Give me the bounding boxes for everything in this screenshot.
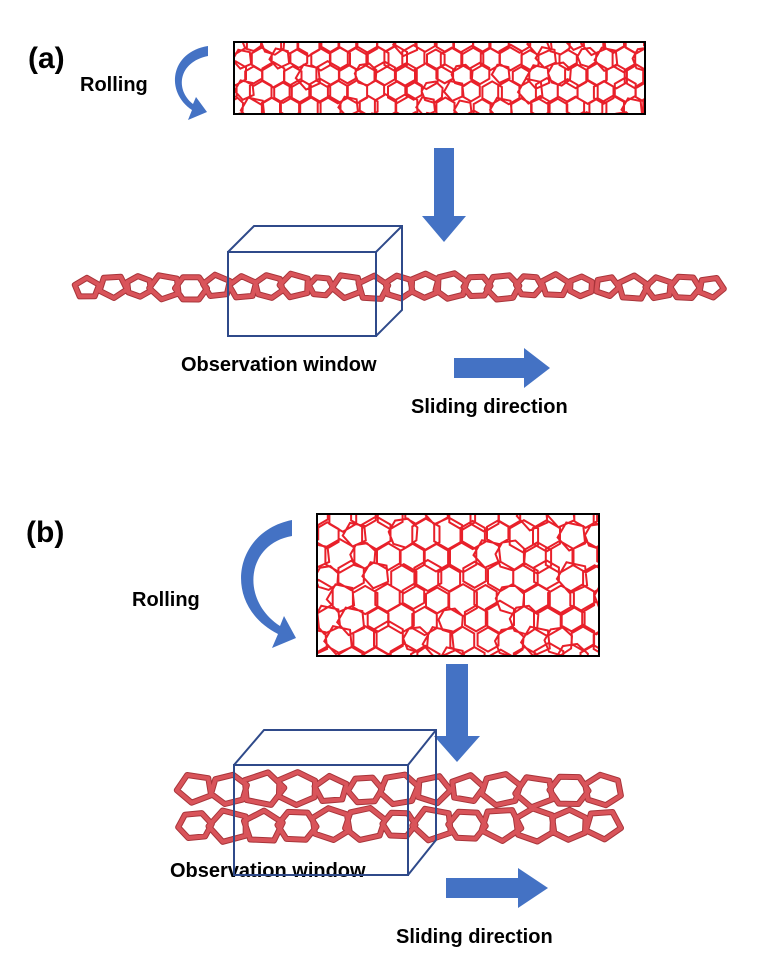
panel-b-nanotube [173, 769, 624, 845]
panel-a-sliding-arrow-icon [454, 348, 550, 388]
panel-b-observation-window-box [233, 729, 437, 876]
panel-a-rolling-arrow-icon [174, 46, 208, 120]
panel-a-down-arrow-icon [422, 148, 466, 242]
panel-a-rolling-label: Rolling [80, 74, 148, 96]
panel-b-rolling-arrow-icon [241, 520, 296, 648]
panel-a-lattice-sheet [233, 41, 646, 115]
panel-b-down-arrow-icon [434, 664, 480, 762]
panel-a-observation-window-box [227, 225, 403, 337]
panel-a-sliding-direction-label: Sliding direction [411, 396, 568, 418]
panel-b-label: (b) [26, 516, 65, 549]
panel-b-observation-window-label: Observation window [170, 860, 366, 882]
panel-a-label: (a) [28, 42, 65, 75]
panel-b-rolling-label: Rolling [132, 589, 200, 611]
panel-a-observation-window-label: Observation window [181, 354, 377, 376]
panel-b-sliding-direction-label: Sliding direction [396, 926, 553, 948]
panel-b-sliding-arrow-icon [446, 868, 548, 908]
panel-b-lattice-sheet [316, 513, 600, 657]
panel-a-nanotube [71, 270, 727, 303]
